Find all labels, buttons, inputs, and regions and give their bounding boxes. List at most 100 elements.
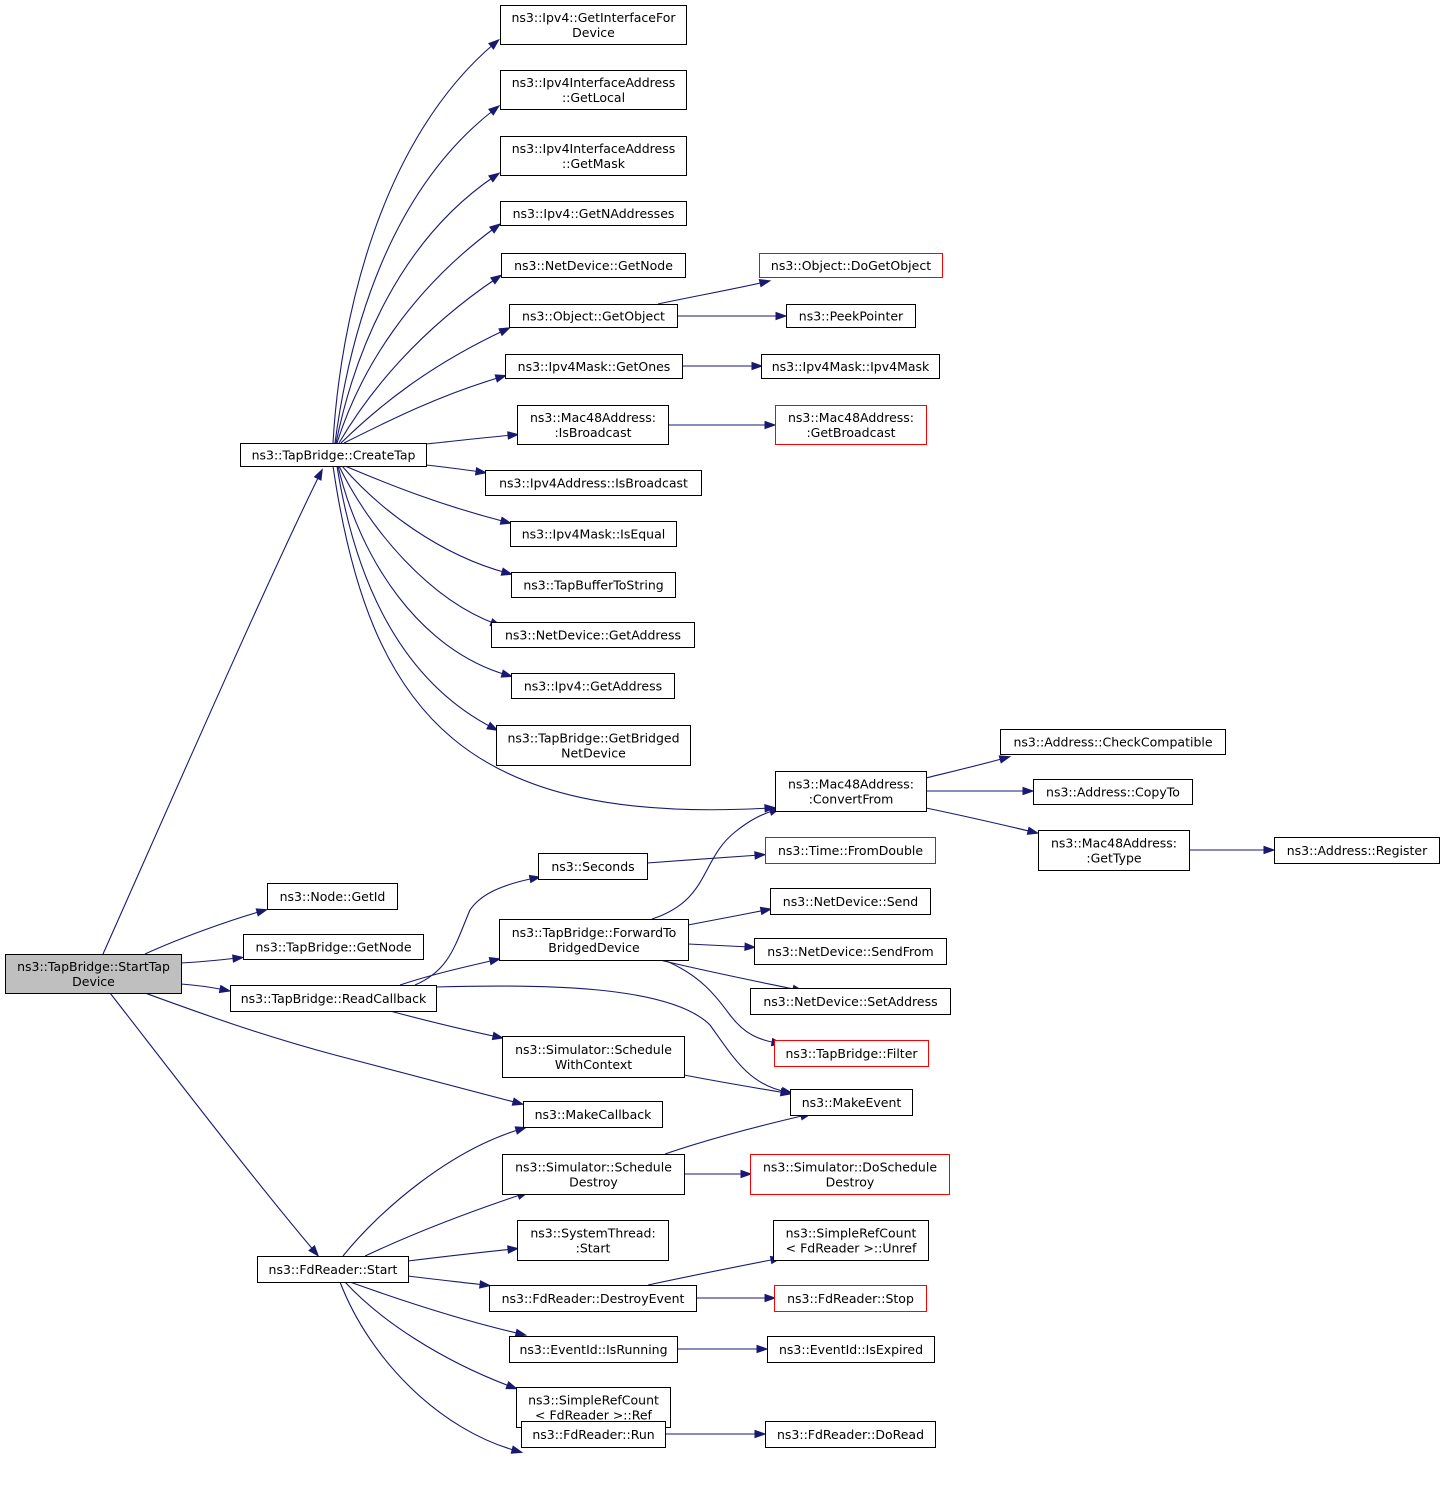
node-create-tap[interactable]: ns3::TapBridge::CreateTap xyxy=(240,443,427,467)
node-box xyxy=(501,253,686,278)
node-box xyxy=(511,673,675,699)
node-makecallback[interactable]: ns3::MakeCallback xyxy=(523,1101,663,1128)
node-ipv4mask-ipv4mask[interactable]: ns3::Ipv4Mask::Ipv4Mask xyxy=(761,354,940,379)
node-tapbridge-getnode[interactable]: ns3::TapBridge::GetNode xyxy=(243,934,424,960)
node-address-checkcompatible[interactable]: ns3::Address::CheckCompatible xyxy=(1000,729,1226,755)
arrowhead-icon xyxy=(500,567,514,576)
node-label-line: ns3::FdReader::DestroyEvent xyxy=(502,1291,685,1306)
node-ipv4mask-isequal[interactable]: ns3::Ipv4Mask::IsEqual xyxy=(510,521,677,547)
node-box xyxy=(243,934,424,960)
node-systemthread-start[interactable]: ns3::SystemThread::Start xyxy=(517,1220,669,1261)
node-label-line: ns3::NetDevice::SendFrom xyxy=(767,944,933,959)
node-box xyxy=(761,354,940,379)
arrowhead-icon xyxy=(308,1245,320,1257)
arrowhead-icon xyxy=(758,279,772,288)
node-fdreader-start[interactable]: ns3::FdReader::Start xyxy=(257,1256,409,1283)
node-address-register[interactable]: ns3::Address::Register xyxy=(1274,837,1440,864)
edge-line xyxy=(925,757,1006,779)
node-simplerefcount-unref[interactable]: ns3::SimpleRefCount< FdReader >::Unref xyxy=(773,1220,929,1261)
arrowhead-icon xyxy=(505,1381,519,1390)
edge-eventid_isrunning-to-eventid_isexpired xyxy=(677,1344,769,1354)
node-mac48-convertfrom[interactable]: ns3::Mac48Address::ConvertFrom xyxy=(775,771,927,812)
edge-tapbridge_forwardto-to-netdevice_sendfrom xyxy=(687,942,757,952)
arrowhead-icon xyxy=(751,361,764,371)
node-address-copyto[interactable]: ns3::Address::CopyTo xyxy=(1033,779,1193,805)
arrowhead-icon xyxy=(775,311,788,321)
edge-fdreader_start-to-eventid_isrunning xyxy=(349,1281,528,1337)
node-simplerefcount-ref[interactable]: ns3::SimpleRefCount< FdReader >::Ref xyxy=(516,1387,671,1428)
node-label-line: ns3::Ipv4InterfaceAddress xyxy=(512,141,676,156)
edge-create_tap-to-mac48_isbroadcast xyxy=(425,431,520,445)
node-object-getobject[interactable]: ns3::Object::GetObject xyxy=(509,304,678,328)
node-tapbuffertostring[interactable]: ns3::TapBufferToString xyxy=(511,572,676,598)
node-label-line: ns3::NetDevice::GetAddress xyxy=(505,628,681,643)
node-mac48-isbroadcast[interactable]: ns3::Mac48Address::IsBroadcast xyxy=(517,405,669,445)
node-peekpointer[interactable]: ns3::PeekPointer xyxy=(786,304,916,328)
node-netdevice-send[interactable]: ns3::NetDevice::Send xyxy=(770,888,931,915)
node-box xyxy=(499,919,689,961)
node-netdevice-sendfrom[interactable]: ns3::NetDevice::SendFrom xyxy=(754,938,947,965)
node-ipv4mask-getones[interactable]: ns3::Ipv4Mask::GetOnes xyxy=(505,354,683,379)
node-tapbridge-filter[interactable]: ns3::TapBridge::Filter xyxy=(774,1040,929,1067)
node-box xyxy=(1274,837,1440,864)
edge-create_tap-to-netdevice_getnode xyxy=(338,274,503,444)
node-ipv4-getnaddresses[interactable]: ns3::Ipv4::GetNAddresses xyxy=(500,201,687,226)
node-node-getid[interactable]: ns3::Node::GetId xyxy=(267,883,398,910)
edge-tapbridge_readcallback-to-tapbridge_forwardto xyxy=(399,957,502,986)
node-ipv4-getaddress[interactable]: ns3::Ipv4::GetAddress xyxy=(511,673,675,699)
edge-line xyxy=(338,465,497,625)
edge-line xyxy=(344,1281,513,1388)
node-fdreader-destroyevent[interactable]: ns3::FdReader::DestroyEvent xyxy=(489,1285,697,1312)
node-label-line: WithContext xyxy=(555,1057,632,1072)
node-label-line: ns3::SimpleRefCount xyxy=(786,1226,917,1241)
node-tapbridge-readcallback[interactable]: ns3::TapBridge::ReadCallback xyxy=(230,985,437,1012)
node-fdreader-run[interactable]: ns3::FdReader::Run xyxy=(521,1421,666,1448)
arrowhead-icon xyxy=(756,1344,769,1354)
node-label-line: ns3::FdReader::DoRead xyxy=(777,1427,924,1442)
node-makeevent[interactable]: ns3::MakeEvent xyxy=(790,1089,913,1116)
node-netdevice-getaddress[interactable]: ns3::NetDevice::GetAddress xyxy=(491,622,695,648)
node-mac48-gettype[interactable]: ns3::Mac48Address::GetType xyxy=(1038,830,1190,871)
node-fdreader-doread[interactable]: ns3::FdReader::DoRead xyxy=(765,1421,936,1448)
node-netdevice-getnode[interactable]: ns3::NetDevice::GetNode xyxy=(501,253,686,278)
node-box xyxy=(502,1154,685,1195)
node-fdreader-stop[interactable]: ns3::FdReader::Stop xyxy=(774,1285,927,1312)
node-label-line: ns3::MakeEvent xyxy=(802,1095,902,1110)
node-box xyxy=(517,405,669,445)
edge-line xyxy=(339,1281,518,1452)
edge-mac48_gettype-to-address_register xyxy=(1188,845,1276,855)
node-box xyxy=(509,1336,678,1363)
arrowhead-icon xyxy=(759,906,773,916)
node-ipv4ia-getmask[interactable]: ns3::Ipv4InterfaceAddress::GetMask xyxy=(500,136,687,176)
node-netdevice-setaddress[interactable]: ns3::NetDevice::SetAddress xyxy=(750,988,951,1015)
edge-line xyxy=(657,281,766,305)
node-label-line: ::GetMask xyxy=(562,156,626,171)
node-box xyxy=(517,1220,669,1261)
node-mac48-getbroadcast[interactable]: ns3::Mac48Address::GetBroadcast xyxy=(775,405,927,445)
node-label-line: ns3::SystemThread: xyxy=(530,1226,655,1241)
node-eventid-isrunning[interactable]: ns3::EventId::IsRunning xyxy=(509,1336,678,1363)
node-object-dogetobject[interactable]: ns3::Object::DoGetObject xyxy=(759,253,943,278)
edge-create_tap-to-ipv4_getaddress xyxy=(337,465,514,678)
edge-line xyxy=(332,42,496,444)
node-eventid-isexpired[interactable]: ns3::EventId::IsExpired xyxy=(767,1336,935,1363)
node-label-line: ns3::Address::CopyTo xyxy=(1046,785,1180,800)
node-seconds[interactable]: ns3::Seconds xyxy=(538,853,648,880)
edge-line xyxy=(335,175,496,444)
node-box xyxy=(773,1220,929,1261)
node-box xyxy=(750,1154,950,1195)
node-box xyxy=(500,5,687,45)
node-ipv4addr-isbroadcast[interactable]: ns3::Ipv4Address::IsBroadcast xyxy=(485,470,702,496)
node-ipv4ia-getlocal[interactable]: ns3::Ipv4InterfaceAddress::GetLocal xyxy=(500,70,687,110)
node-box xyxy=(754,938,947,965)
node-box xyxy=(1033,779,1193,805)
node-time-fromdouble[interactable]: ns3::Time::FromDouble xyxy=(765,837,936,864)
arrowhead-icon xyxy=(498,327,511,337)
